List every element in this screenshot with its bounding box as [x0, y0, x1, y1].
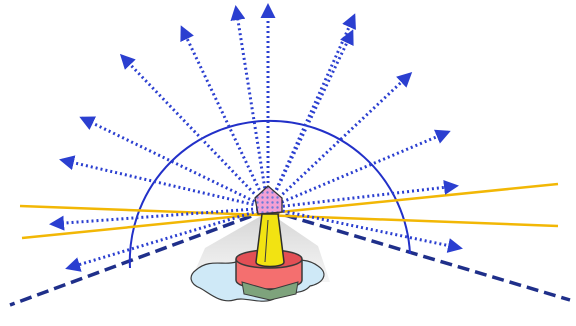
light-ray-9: [268, 32, 352, 208]
light-ray-4: [82, 118, 268, 208]
light-ray-14: [268, 16, 354, 208]
light-beam-2: [20, 206, 558, 226]
